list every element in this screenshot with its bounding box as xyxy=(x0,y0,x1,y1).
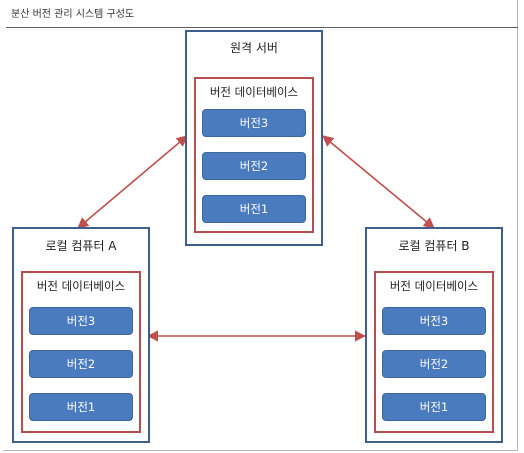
local-computer-b-title: 로컬 컴퓨터 B xyxy=(398,239,470,253)
caption-divider xyxy=(6,27,518,28)
arrow-server-to-b xyxy=(322,135,435,229)
remote-server: 원격 서버 버전 데이터베이스 버전3 버전2 버전1 xyxy=(185,30,323,246)
local-a-version-3: 버전3 xyxy=(29,307,133,335)
local-a-version-2: 버전2 xyxy=(29,350,133,378)
local-computer-b: 로컬 컴퓨터 B 버전 데이터베이스 버전3 버전2 버전1 xyxy=(365,227,503,443)
local-b-version-3: 버전3 xyxy=(382,307,486,335)
remote-version-database: 버전 데이터베이스 버전3 버전2 버전1 xyxy=(194,77,314,233)
remote-database-title: 버전 데이터베이스 xyxy=(209,85,299,99)
local-b-database-title: 버전 데이터베이스 xyxy=(389,279,479,293)
local-a-version-database: 버전 데이터베이스 버전3 버전2 버전1 xyxy=(21,271,141,433)
local-a-version-1: 버전1 xyxy=(29,393,133,421)
local-computer-a: 로컬 컴퓨터 A 버전 데이터베이스 버전3 버전2 버전1 xyxy=(12,227,150,443)
local-computer-a-title: 로컬 컴퓨터 A xyxy=(45,239,117,253)
local-a-database-title: 버전 데이터베이스 xyxy=(36,279,126,293)
remote-server-title: 원격 서버 xyxy=(230,41,278,55)
figure-caption: 분산 버전 관리 시스템 구성도 xyxy=(11,9,135,20)
local-b-version-2: 버전2 xyxy=(382,350,486,378)
figure-frame xyxy=(3,0,518,451)
remote-version-1: 버전1 xyxy=(202,195,306,223)
local-b-version-database: 버전 데이터베이스 버전3 버전2 버전1 xyxy=(374,271,494,433)
remote-version-3: 버전3 xyxy=(202,109,306,137)
local-b-version-1: 버전1 xyxy=(382,393,486,421)
arrow-server-to-a xyxy=(77,135,188,229)
remote-version-2: 버전2 xyxy=(202,152,306,180)
